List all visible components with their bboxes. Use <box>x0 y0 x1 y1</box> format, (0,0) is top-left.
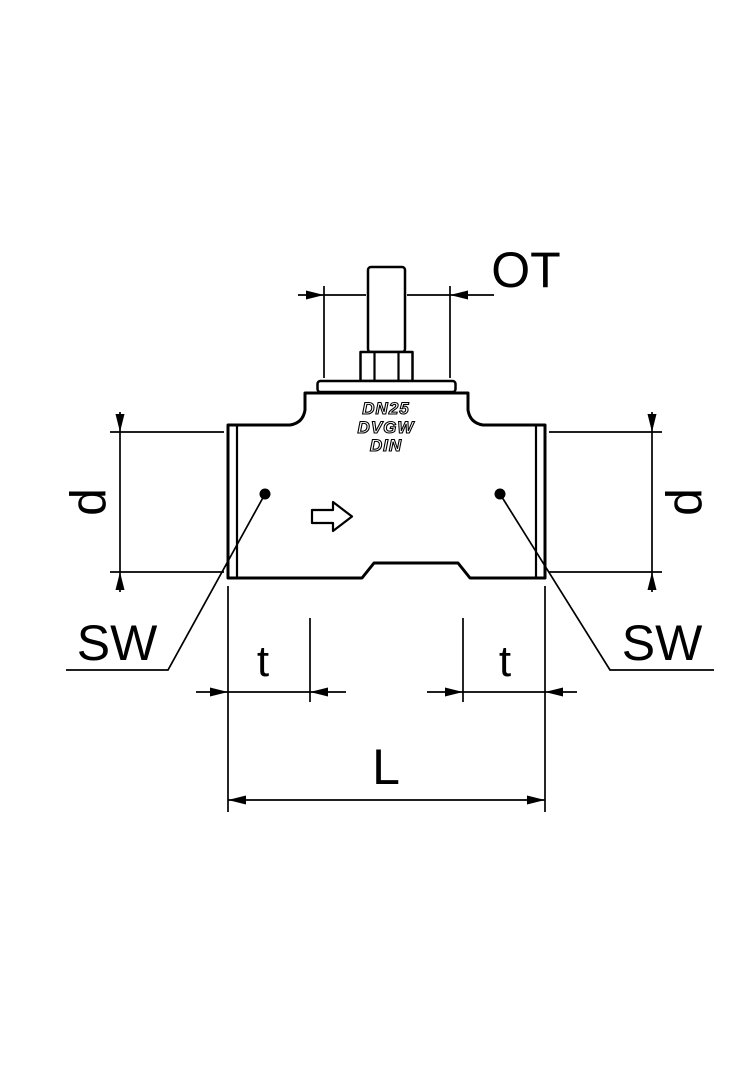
leader-sw-left: SW <box>66 493 266 671</box>
top-flange <box>316 379 457 394</box>
ot-arrowhead-right <box>450 290 468 300</box>
label-sw-left: SW <box>77 615 158 671</box>
dimension-d-left: d <box>61 412 224 592</box>
d-left-arrowhead-top <box>115 414 125 432</box>
dimension-t-left: t <box>196 618 346 702</box>
flow-direction-arrow-icon <box>310 500 354 533</box>
length-arrowhead-right <box>527 795 545 805</box>
stem-assembly <box>359 265 414 383</box>
d-left-arrowhead-bottom <box>115 572 125 590</box>
label-sw-right: SW <box>622 615 703 671</box>
label-d-left: d <box>61 488 117 516</box>
sw-left-leader-line <box>66 493 266 671</box>
valve-body <box>226 391 547 580</box>
dimension-length: L <box>228 739 545 805</box>
sw-right-leader-line <box>499 493 714 671</box>
dimension-d-right: d <box>549 412 713 592</box>
dimension-ot <box>298 286 494 378</box>
marking-dvgw: DVGW <box>358 418 416 437</box>
label-t-right: t <box>499 637 511 686</box>
ot-arrowhead-left <box>306 290 324 300</box>
t-right-arrowhead-outer <box>545 687 563 697</box>
length-arrowhead-left <box>228 795 246 805</box>
label-length: L <box>372 739 400 795</box>
label-ot: OT <box>491 242 560 298</box>
d-right-arrowhead-top <box>647 414 657 432</box>
body-markings: DN25 DVGW DIN <box>357 398 416 455</box>
label-d-right: d <box>657 488 713 516</box>
label-t-left: t <box>257 637 269 686</box>
d-right-arrowhead-bottom <box>647 572 657 590</box>
hex-nut <box>359 350 414 383</box>
t-left-arrowhead-inner <box>310 687 328 697</box>
t-left-arrowhead-outer <box>210 687 228 697</box>
stem-shaft <box>366 265 407 354</box>
marking-dn: DN25 <box>362 399 409 418</box>
marking-din: DIN <box>370 436 402 455</box>
valve-body-outline <box>226 391 547 580</box>
leader-sw-right: SW <box>499 493 714 671</box>
t-right-arrowhead-inner <box>445 687 463 697</box>
dimension-t-right: t <box>427 618 577 702</box>
